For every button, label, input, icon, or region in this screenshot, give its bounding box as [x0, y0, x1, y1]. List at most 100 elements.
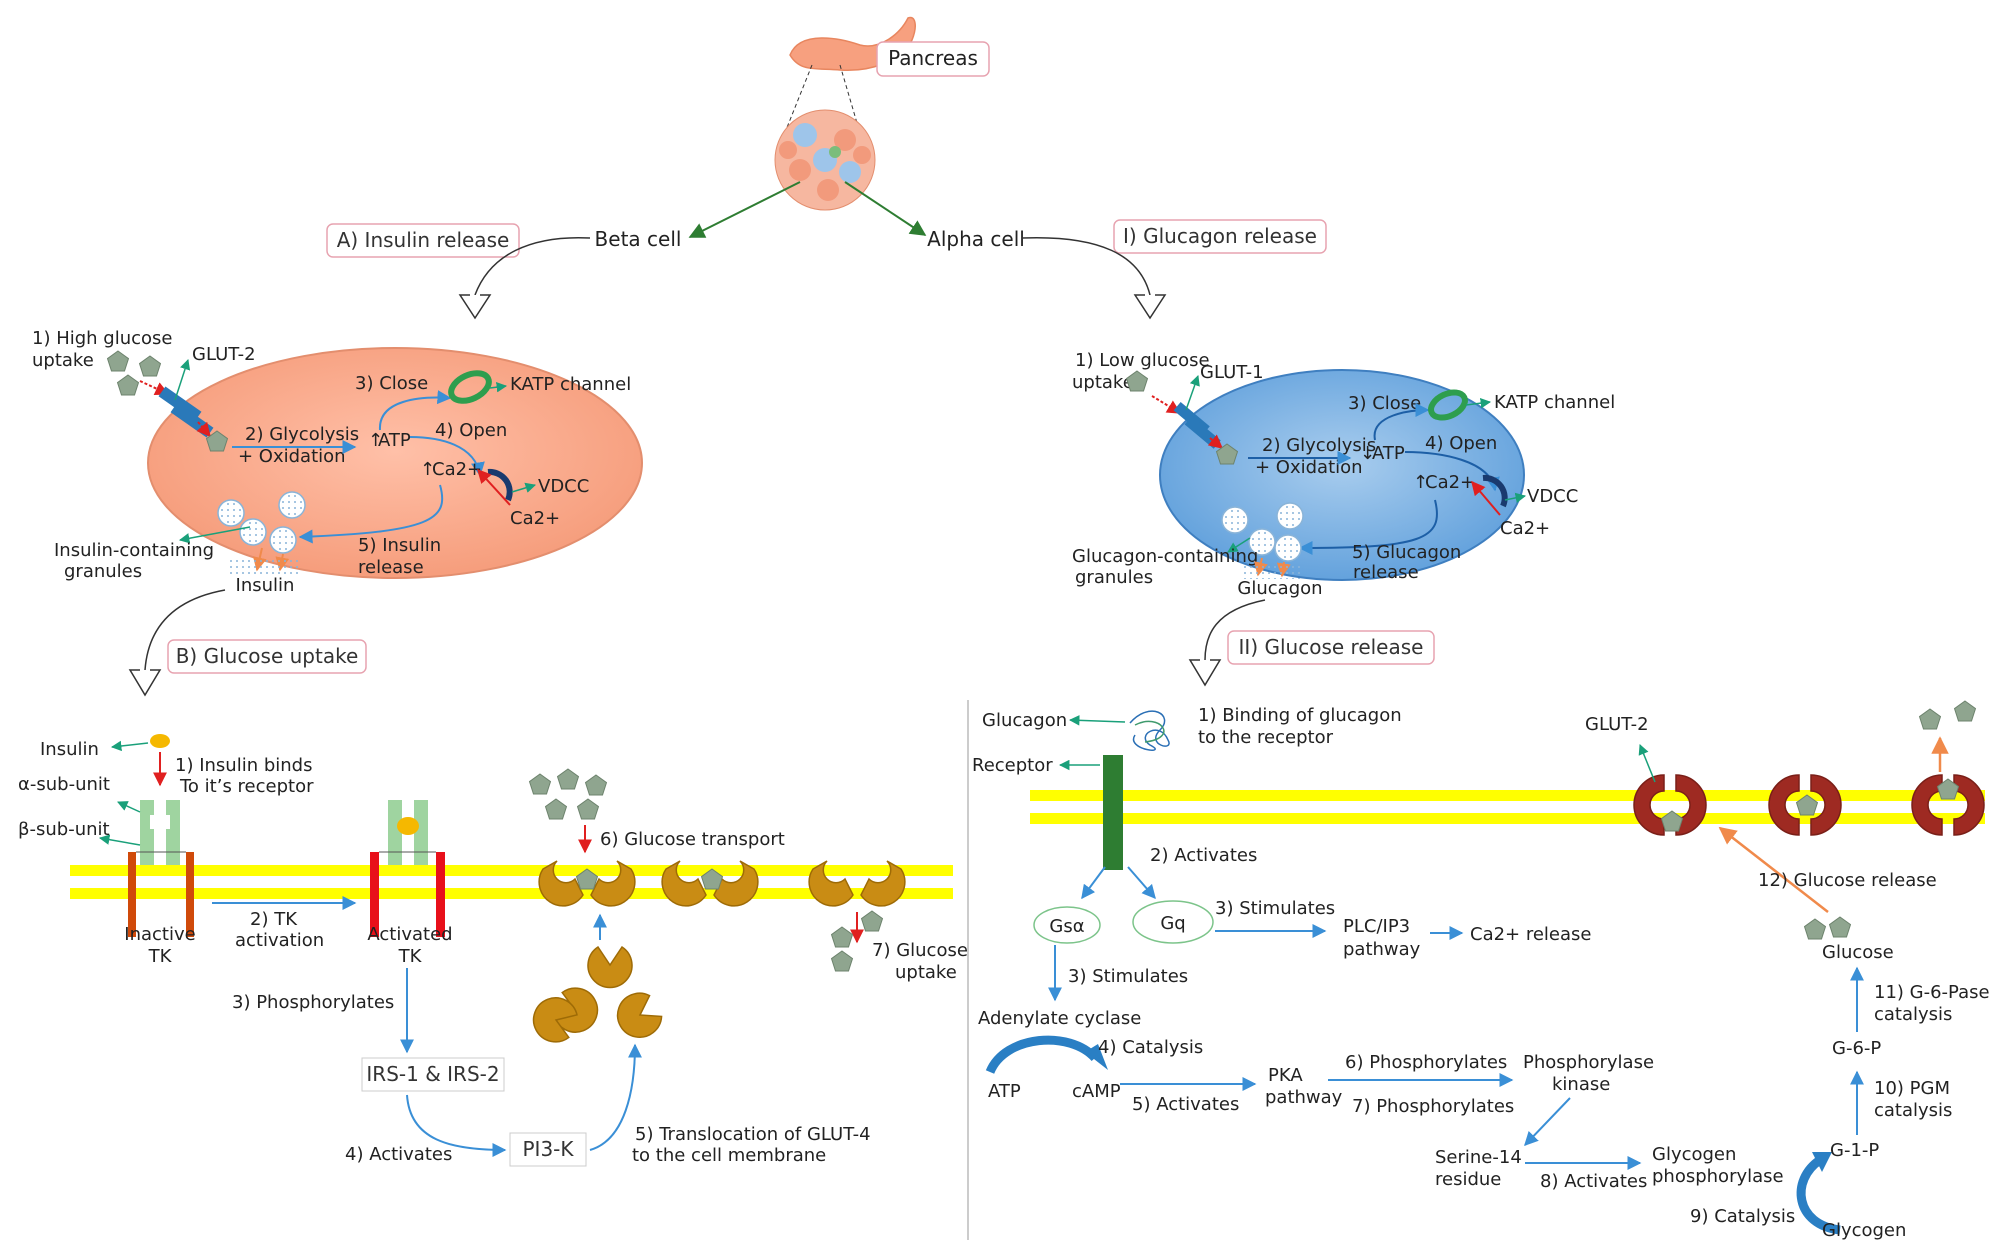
gr-ca-out: Ca2+	[1500, 518, 1550, 539]
gu-irs-box	[361, 1057, 505, 1092]
gu-pi3k-box	[509, 1132, 587, 1167]
section-b-box	[167, 639, 367, 674]
hollow-arrow-alpha	[1021, 236, 1151, 296]
gl-step1-l1: 1) Binding of glucagon	[1198, 705, 1402, 726]
gu-beta-sub: β-sub-unit	[18, 819, 110, 840]
glucose-uptake-panel: Insulin 1) Insulin binds To it’s recepto…	[18, 734, 968, 1167]
arrow-to-beta	[688, 181, 801, 238]
gu-activated-l2: TK	[398, 946, 423, 967]
section-i-box	[1113, 219, 1327, 254]
gr-step5-l2: release	[1353, 562, 1419, 583]
gl-ca-release: Ca2+ release	[1470, 924, 1592, 945]
gl-gq: Gq	[1160, 913, 1185, 934]
glucagon-receptor	[1103, 755, 1123, 870]
ir-step5-l1: 5) Insulin	[358, 535, 441, 556]
gl-atp: ATP	[988, 1081, 1021, 1102]
gr-step1-l1: 1) Low glucose	[1075, 350, 1210, 371]
gr-step3: 3) Close	[1348, 393, 1421, 414]
membrane-ii-top	[1030, 790, 1985, 801]
ir-ca-up: ↑	[420, 459, 435, 480]
gl-gp-l2: phosphorylase	[1652, 1166, 1784, 1187]
glycogen-g1p-arrow	[1796, 1156, 1841, 1235]
gl-step5: 5) Activates	[1132, 1094, 1239, 1115]
gl-camp: cAMP	[1072, 1081, 1121, 1102]
arrow-to-alpha	[844, 181, 927, 236]
gl-gsa: Gsα	[1049, 916, 1084, 937]
gl-plc-l1: PLC/IP3	[1343, 916, 1410, 937]
gr-atp-down: ↓	[1360, 443, 1375, 464]
gu-alpha-sub: α-sub-unit	[18, 774, 110, 795]
gsa-protein	[1033, 906, 1101, 944]
gr-ca-in: Ca2+	[1425, 472, 1475, 493]
section-a-box	[326, 223, 520, 258]
gl-step11-l1: 11) G-6-Pase	[1874, 982, 1990, 1003]
gl-phk-l1: Phosphorylase	[1523, 1052, 1654, 1073]
gl-receptor: Receptor	[972, 755, 1053, 776]
ir-vdcc	[487, 468, 513, 502]
pancreas-label: Pancreas	[888, 46, 978, 70]
gr-katp-label: KATP channel	[1494, 392, 1615, 413]
gr-step2-l1: 2) Glycolysis	[1262, 435, 1376, 456]
gu-step6: 6) Glucose transport	[600, 829, 785, 850]
ir-step2-l2: + Oxidation	[238, 446, 346, 467]
ir-step4: 4) Open	[435, 420, 507, 441]
gr-step2-l2: + Oxidation	[1255, 457, 1363, 478]
gu-insulin-molecule	[150, 734, 170, 748]
gl-glucagon: Glucagon	[982, 710, 1067, 731]
gr-ca-up: ↑	[1413, 472, 1428, 493]
ir-granules-l1: Insulin-containing	[54, 540, 214, 561]
ir-step2-l1: 2) Glycolysis	[245, 424, 359, 445]
gu-step3: 3) Phosphorylates	[232, 992, 394, 1013]
gr-step1-l2: uptake	[1072, 372, 1134, 393]
gu-step5-l2: to the cell membrane	[632, 1145, 826, 1166]
gr-step5-l1: 5) Glucagon	[1352, 542, 1461, 563]
gr-hormone: Glucagon	[1237, 578, 1322, 599]
gl-pka-l2: pathway	[1265, 1087, 1343, 1108]
gu-inactive-l1: Inactive	[124, 924, 195, 945]
gl-step10-l1: 10) PGM	[1874, 1078, 1950, 1099]
ir-step3: 3) Close	[355, 373, 428, 394]
gu-inactive-l2: TK	[148, 946, 173, 967]
ir-vdcc-label: VDCC	[538, 476, 589, 497]
ir-atp-up: ↑	[368, 430, 383, 451]
section-i-label: I) Glucagon release	[1123, 224, 1317, 248]
glucose-release-panel: Glucagon 1) Binding of glucagon to the r…	[972, 700, 1990, 1241]
gu-pi3k: PI3-K	[522, 1137, 574, 1161]
gr-granules-l1: Glucagon-containing	[1072, 546, 1258, 567]
gq-protein	[1132, 900, 1214, 944]
gu-step1-l1: 1) Insulin binds	[175, 755, 312, 776]
gl-step10-l2: catalysis	[1874, 1100, 1952, 1121]
gr-atp: ATP	[1372, 443, 1405, 464]
gr-katp-channel	[1428, 389, 1468, 421]
gl-adenylate: Adenylate cyclase	[978, 1008, 1141, 1029]
beta-cell-panel: 1) High glucose uptake GLUT-2 2) Glycoly…	[32, 328, 643, 596]
gu-step7-l2: uptake	[895, 962, 957, 983]
beta-cell-label: Beta cell	[595, 227, 682, 251]
gu-step2-l1: 2) TK	[250, 909, 298, 930]
gu-irs: IRS-1 & IRS-2	[366, 1062, 499, 1086]
gl-pka-l1: PKA	[1268, 1065, 1303, 1086]
gr-glut-label: GLUT-1	[1200, 362, 1264, 383]
section-ii-label: II) Glucose release	[1239, 635, 1424, 659]
gl-step12: 12) Glucose release	[1758, 870, 1937, 891]
membrane-ii-bottom	[1030, 813, 1985, 824]
gl-glut: GLUT-2	[1585, 714, 1649, 735]
gl-serine-l1: Serine-14	[1435, 1147, 1522, 1168]
ir-katp-label: KATP channel	[510, 374, 631, 395]
alpha-cell-label: Alpha cell	[927, 227, 1025, 251]
section-ii-box	[1227, 630, 1435, 665]
gl-step9: 9) Catalysis	[1690, 1206, 1795, 1227]
ir-glut-label: GLUT-2	[192, 344, 256, 365]
gl-step2: 2) Activates	[1150, 845, 1257, 866]
membrane-b-top	[70, 865, 953, 876]
gl-g1p: G-1-P	[1830, 1140, 1879, 1161]
gr-granules-l2: granules	[1075, 567, 1153, 588]
gr-step4: 4) Open	[1425, 433, 1497, 454]
gu-step5-l1: 5) Translocation of GLUT-4	[635, 1124, 871, 1145]
gl-step7: 7) Phosphorylates	[1352, 1096, 1514, 1117]
gu-step2-l2: activation	[235, 930, 324, 951]
gl-step1-l2: to the receptor	[1198, 727, 1334, 748]
ir-ca-in: Ca2+	[432, 459, 482, 480]
section-a-label: A) Insulin release	[337, 228, 510, 252]
